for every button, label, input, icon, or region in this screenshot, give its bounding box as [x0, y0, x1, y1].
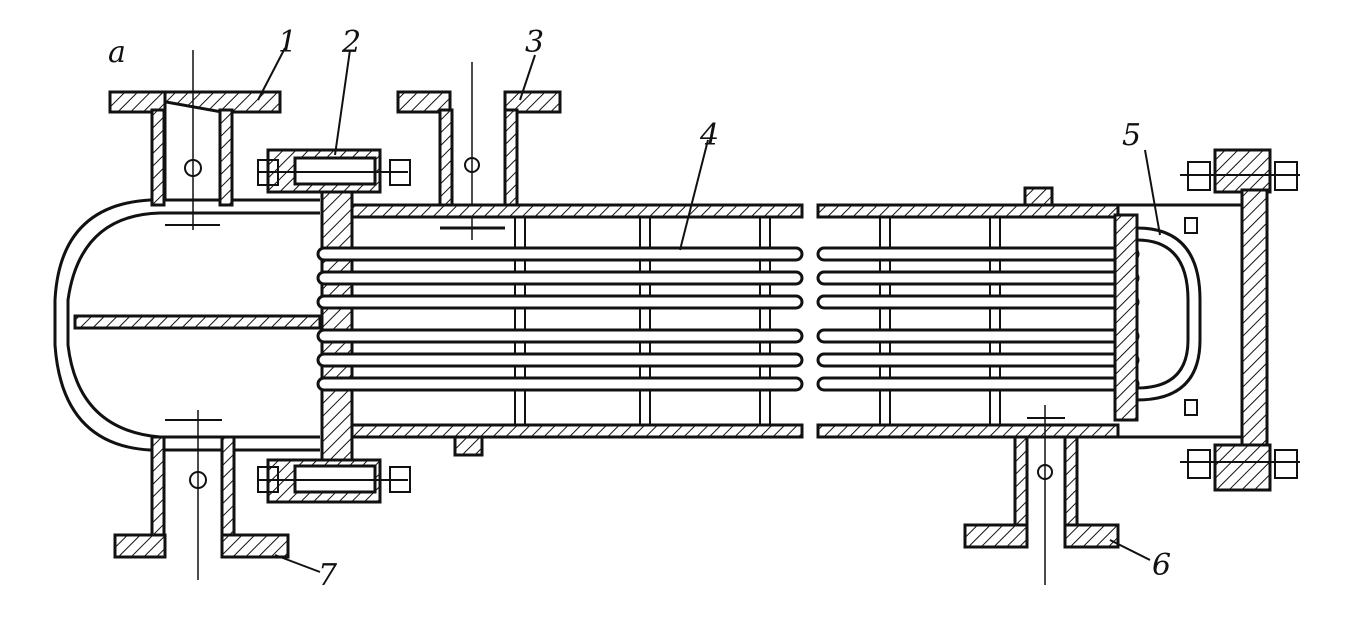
label-part-2: 2 — [341, 25, 361, 60]
nozzle-6 — [963, 405, 1120, 585]
shell-right — [816, 186, 1120, 439]
nozzle-1 — [108, 50, 282, 230]
label-part-1: 1 — [278, 25, 297, 60]
left-tube-sheet — [257, 148, 411, 504]
nozzle-3 — [396, 62, 562, 240]
label-part-4: 4 — [699, 118, 719, 153]
label-part-3: 3 — [525, 25, 544, 60]
label-part-5: 5 — [1122, 118, 1141, 153]
partition-plate — [73, 314, 322, 330]
label-figure-letter: a — [108, 35, 126, 70]
leader-lines — [257, 47, 1161, 573]
label-part-6: 6 — [1152, 548, 1171, 583]
tube-bundle — [316, 246, 1140, 392]
nozzle-7 — [113, 410, 290, 580]
floating-head — [1113, 213, 1202, 422]
label-part-7: 7 — [318, 558, 338, 593]
rear-cover — [1118, 148, 1300, 492]
left-head-chamber — [53, 198, 322, 452]
